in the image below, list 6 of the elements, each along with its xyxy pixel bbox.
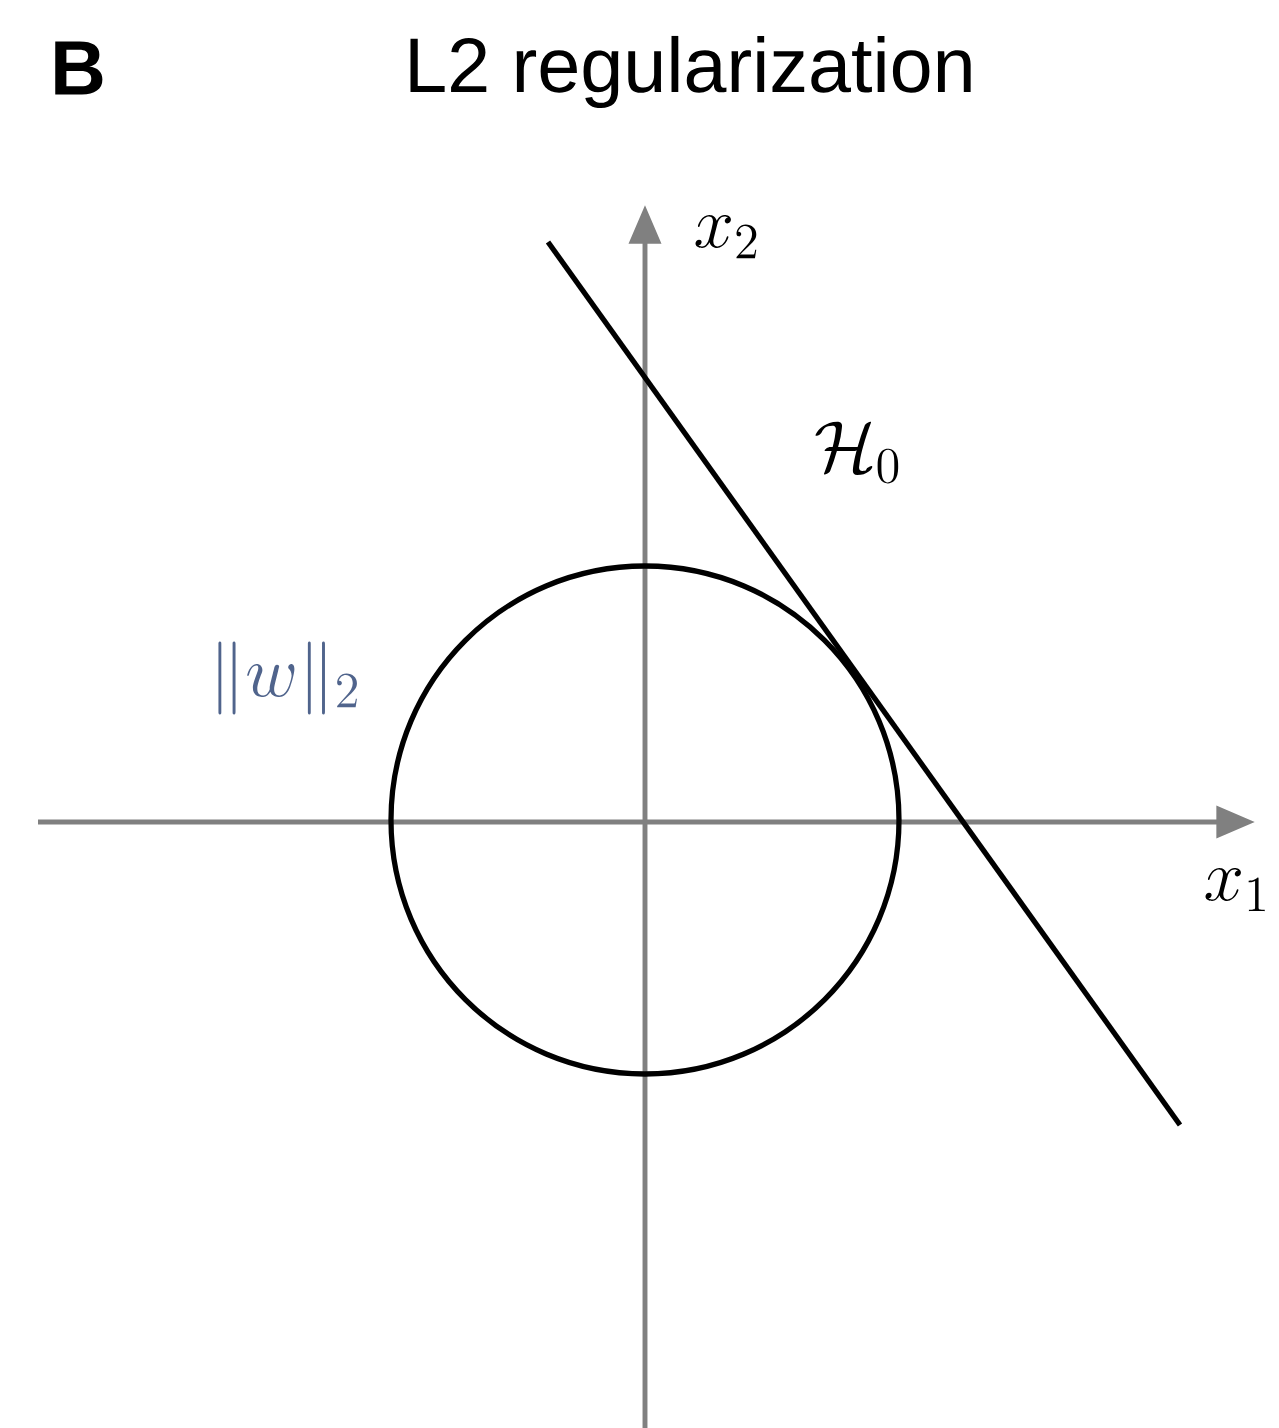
axis-label: $x_2$ bbox=[695, 215, 757, 259]
line-label: $\mathcal{H}_0$ bbox=[815, 421, 899, 484]
axis-label: $x_1$ bbox=[1205, 868, 1265, 912]
title: L2 regularization bbox=[410, 35, 971, 108]
panel-letter: B bbox=[55, 41, 103, 95]
norm-label: $\|w\|_2$ bbox=[218, 641, 357, 715]
